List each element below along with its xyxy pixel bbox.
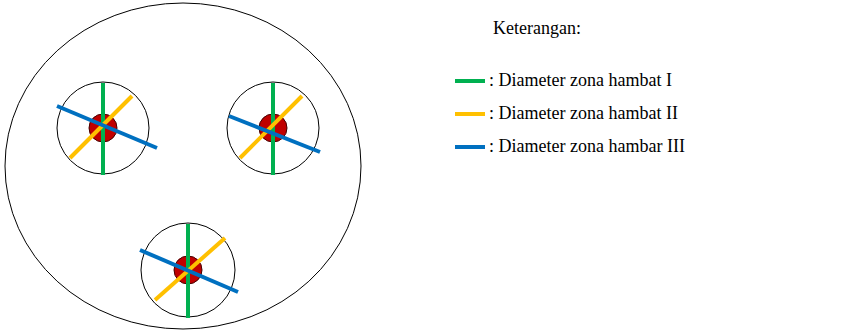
legend-text: : Diameter zona hambar III: [489, 135, 685, 157]
inhibition-zone: [140, 223, 238, 318]
legend-line-sample: [455, 112, 485, 116]
legend-line-sample: [455, 145, 485, 149]
inhibition-zone: [227, 82, 320, 175]
inhibition-zone: [57, 82, 157, 175]
petri-dish: [5, 3, 361, 329]
legend-line-sample: [455, 79, 485, 83]
legend-text: : Diameter zona hambat I: [489, 69, 672, 91]
legend-text: : Diameter zona hambat II: [489, 102, 678, 124]
legend-heading: Keterangan:: [493, 17, 581, 39]
